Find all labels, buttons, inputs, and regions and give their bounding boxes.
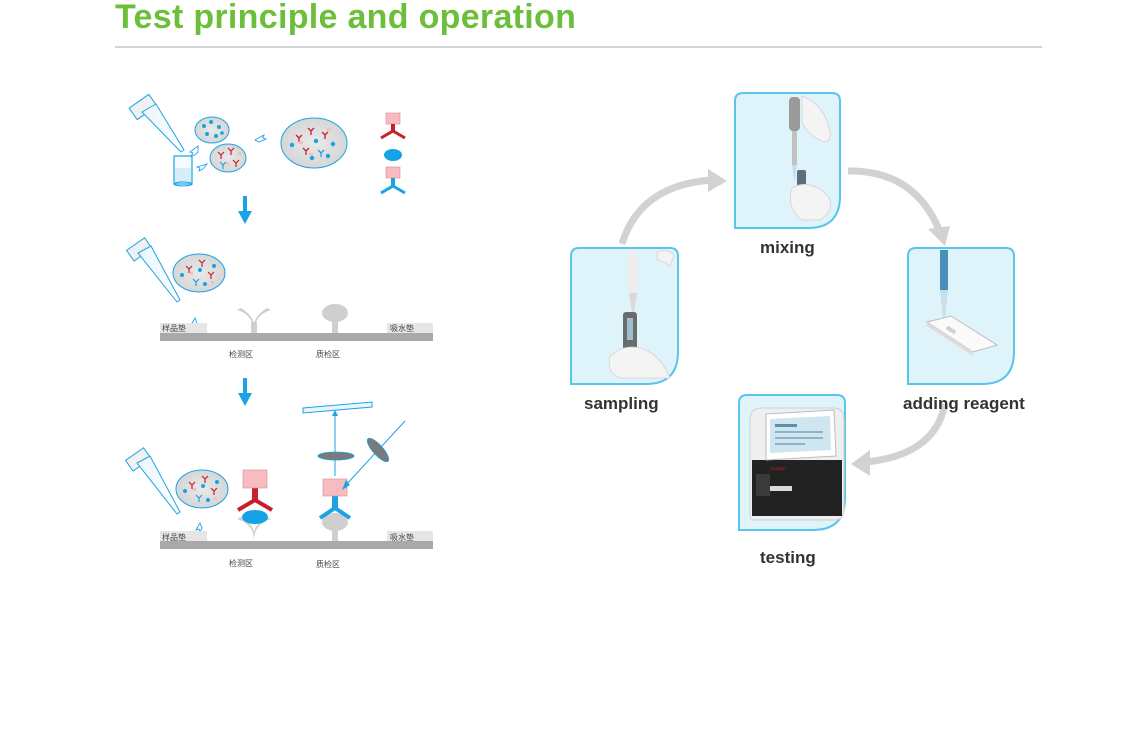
mixing-panel bbox=[734, 92, 841, 229]
pipette-icon bbox=[128, 93, 185, 153]
sampling-panel bbox=[570, 247, 679, 385]
sample-dish bbox=[172, 253, 226, 293]
absorbent-pad-label: 吸水垫 bbox=[390, 532, 414, 542]
adding-reagent-panel bbox=[907, 247, 1015, 385]
antibody-icon bbox=[380, 112, 406, 140]
stage-1-mixing bbox=[128, 93, 406, 195]
detection-zone-label: 检测区 bbox=[229, 349, 253, 359]
curved-arrow-icon bbox=[847, 167, 950, 246]
step-label-adding-reagent: adding reagent bbox=[903, 394, 1025, 413]
operation-cycle: Hotgen sampling mixing adding reagent te… bbox=[570, 92, 1025, 567]
antigen-dish bbox=[194, 116, 230, 144]
detection-zone-label: 检测区 bbox=[229, 558, 253, 568]
pipette-icon bbox=[124, 447, 181, 515]
down-arrow-icon bbox=[238, 378, 252, 406]
sample-pad-label: 样品垫 bbox=[162, 323, 186, 333]
control-zone-label: 质检区 bbox=[316, 559, 340, 569]
sample-dish bbox=[175, 469, 229, 509]
analyzer-device-icon: Hotgen bbox=[749, 407, 845, 521]
complex-dish bbox=[280, 117, 348, 169]
down-arrow-icon bbox=[238, 196, 252, 224]
control-zone-label: 质检区 bbox=[316, 349, 340, 359]
sample-pad-label: 样品垫 bbox=[162, 532, 186, 542]
step-label-testing: testing bbox=[760, 548, 816, 567]
curved-arrow-icon bbox=[851, 403, 949, 476]
step-label-sampling: sampling bbox=[584, 394, 659, 413]
control-antibody-icon bbox=[380, 166, 406, 195]
device-brand: Hotgen bbox=[771, 466, 786, 471]
pipette-icon bbox=[125, 237, 181, 303]
test-tube-icon bbox=[173, 155, 193, 187]
curved-arrow-icon bbox=[618, 169, 727, 246]
stage-3-readout bbox=[124, 401, 433, 549]
absorbent-pad-label: 吸水垫 bbox=[390, 323, 414, 333]
antibody-dish bbox=[209, 143, 247, 173]
title-divider bbox=[115, 46, 1042, 48]
step-label-mixing: mixing bbox=[760, 238, 815, 257]
stage-2-strip bbox=[125, 237, 433, 341]
antigen-marker bbox=[384, 149, 402, 161]
testing-panel: Hotgen bbox=[738, 394, 846, 531]
page-title: Test principle and operation bbox=[115, 0, 577, 36]
